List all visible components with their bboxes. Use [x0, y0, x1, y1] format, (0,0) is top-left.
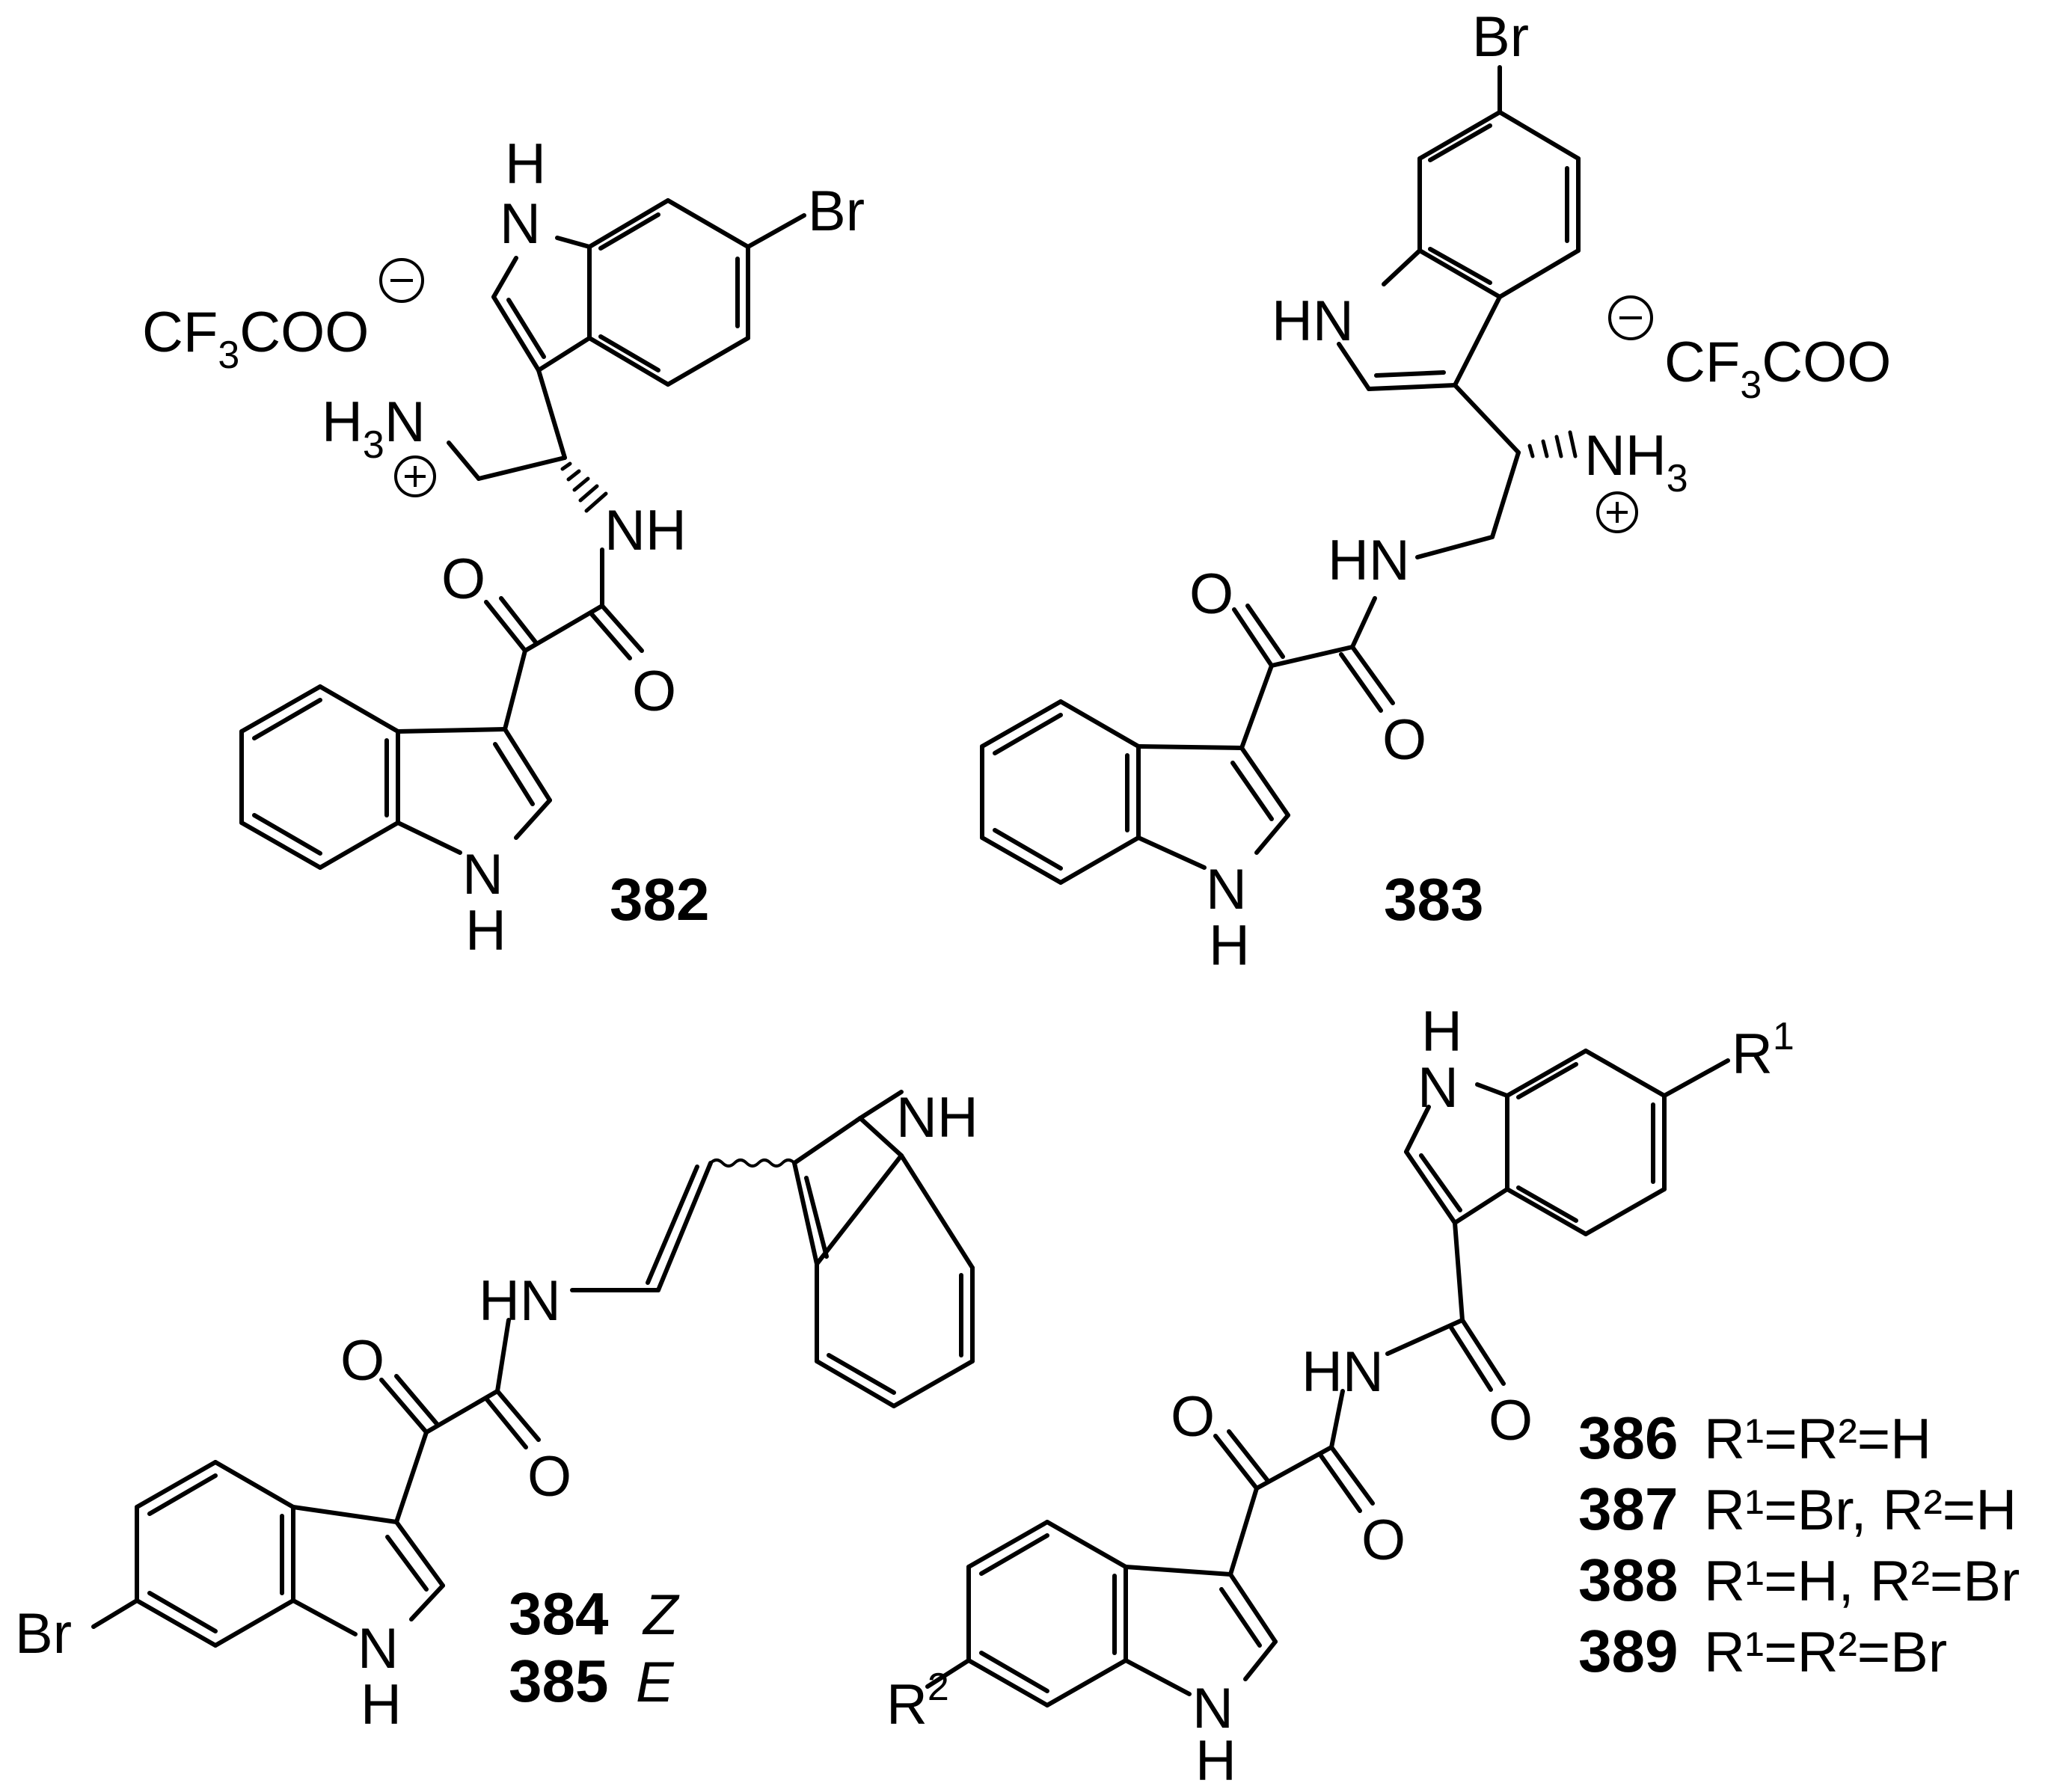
structure-382: N H Br CF3COO H3N NH O O N H 382 — [142, 132, 865, 963]
amide-o-382: O — [632, 660, 676, 723]
compound-label-387: 387 — [1578, 1476, 1678, 1542]
amide-o-383: O — [1382, 708, 1426, 772]
upper-benzene-ring-383 — [1417, 110, 1581, 299]
hashed-wedge-382 — [560, 461, 608, 513]
r1-label: R1 — [1732, 1015, 1794, 1086]
upper-indole-n-386: N — [1417, 1056, 1459, 1120]
upper-pyrrole-ring-382 — [491, 236, 592, 372]
compound-label-388: 388 — [1578, 1547, 1678, 1613]
structure-386-389: N H R1 HN O O O R2 N H 386 R¹=R²=H 387 R… — [886, 1000, 2020, 1792]
plus-charge-382 — [394, 455, 436, 497]
indole-n-383: N — [1206, 858, 1247, 921]
br-bond-382 — [746, 213, 806, 249]
upper-pyrrole-ring-383 — [1337, 248, 1502, 391]
side-chain-383 — [1415, 383, 1521, 559]
compound-label-383: 383 — [1384, 866, 1483, 933]
ammonium-label-383: NH3 — [1584, 424, 1688, 500]
substituents-386: R¹=R²=H — [1704, 1408, 1931, 1471]
lower-indole-n-386: N — [1192, 1677, 1233, 1740]
isomer-label-384: Z — [642, 1583, 680, 1647]
vinyl-linkage-384 — [570, 1161, 713, 1292]
ammonium-label-382: H3N — [322, 390, 426, 467]
upper-indole-386 — [1404, 1049, 1730, 1236]
indole-h-382: H — [465, 899, 506, 963]
ketone-o-386: O — [1171, 1385, 1215, 1449]
indole-h-384: H — [361, 1673, 402, 1737]
substituents-388: R¹=H, R²=Br — [1704, 1550, 2020, 1613]
br-label-384: Br — [15, 1602, 72, 1666]
amide-hn-384: HN — [479, 1269, 561, 1333]
imide-hn-386: HN — [1302, 1340, 1384, 1404]
minus-charge-383 — [1608, 295, 1653, 340]
bis-amide-386 — [1213, 1221, 1506, 1577]
amide-o-384: O — [527, 1445, 571, 1509]
hashed-wedge-383 — [1527, 430, 1578, 458]
indole-nh-384: NH — [896, 1086, 978, 1150]
nh-label-382-upper-h: H — [505, 132, 546, 196]
lower-indole-h-386: H — [1195, 1729, 1236, 1792]
counterion-382: CF3COO — [142, 301, 369, 377]
side-chain-382 — [447, 368, 567, 481]
upper-indole-384 — [792, 1090, 975, 1408]
compound-label-389: 389 — [1578, 1618, 1678, 1684]
structure-383: Br HN CF3COO NH3 HN O O N H 383 — [980, 5, 1891, 978]
upper-benzene-ring-382 — [587, 198, 750, 387]
oxalyl-382 — [484, 547, 644, 731]
ketone-o-382: O — [441, 547, 485, 611]
plus-charge-383 — [1596, 491, 1638, 533]
imide-o-386: O — [1489, 1389, 1533, 1452]
oxalyl-383 — [1232, 596, 1395, 750]
indole-hn-383: HN — [1272, 289, 1354, 353]
lower-indole-384 — [91, 1460, 445, 1648]
lower-indole-383 — [980, 699, 1290, 885]
oxalyl-384 — [379, 1318, 541, 1524]
wavy-bond-384 — [709, 1159, 796, 1167]
ketone-o-383: O — [1189, 562, 1233, 626]
structure-384-385: NH HN O O Br N H 384 Z 385 E — [15, 1086, 978, 1737]
upper-indole-h-386: H — [1421, 1000, 1462, 1064]
br-label-383: Br — [1472, 5, 1529, 69]
compound-label-386: 386 — [1578, 1405, 1678, 1471]
counterion-383: CF3COO — [1664, 331, 1891, 407]
minus-charge-382 — [379, 258, 424, 303]
amide-nh-382: NH — [604, 499, 687, 562]
compound-label-385: 385 — [509, 1648, 608, 1714]
isomer-label-385: E — [636, 1651, 675, 1714]
amide-hn-383: HN — [1328, 529, 1410, 592]
amide-o-386: O — [1361, 1509, 1406, 1572]
indole-h-383: H — [1209, 914, 1250, 978]
compound-label-382: 382 — [610, 866, 709, 933]
r2-label: R2 — [886, 1666, 949, 1737]
br-label-382: Br — [808, 179, 865, 243]
lower-indole-382 — [239, 684, 552, 870]
compound-label-384: 384 — [509, 1580, 609, 1647]
indole-n-382: N — [462, 843, 503, 906]
substituents-387: R¹=Br, R²=H — [1704, 1479, 2017, 1542]
ketone-o-384: O — [340, 1329, 384, 1393]
indole-n-384: N — [358, 1617, 399, 1681]
nh-label-382-upper-n: N — [500, 192, 541, 256]
lower-indole-386 — [925, 1520, 1278, 1707]
substituents-389: R¹=R²=Br — [1704, 1621, 1947, 1684]
